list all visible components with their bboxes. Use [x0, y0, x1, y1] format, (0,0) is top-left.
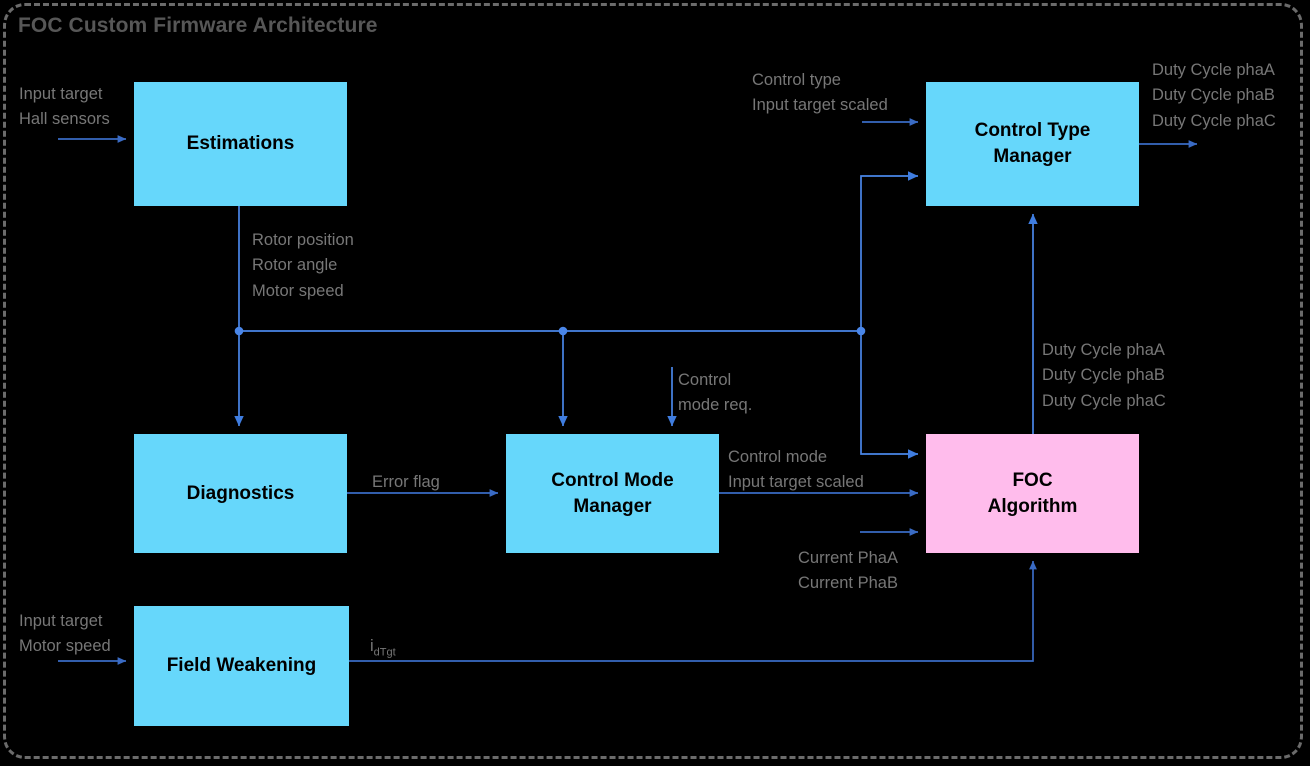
block-diagnostics[interactable]: Diagnostics: [134, 434, 347, 553]
signal-line: Current PhaB: [798, 574, 898, 593]
wire-bus-to-foc-algorithm: [860, 331, 919, 459]
block-field-weakening[interactable]: Field Weakening: [134, 606, 349, 726]
signal-line: Duty Cycle phaB: [1152, 86, 1275, 105]
signal-line: Current PhaA: [798, 549, 898, 567]
page-title: FOC Custom Firmware Architecture: [18, 14, 378, 37]
signal-label-control-mode-req: Control mode req.: [678, 368, 752, 419]
signal-line: Duty Cycle phaC: [1042, 391, 1166, 410]
signal-line: Error flag: [372, 473, 440, 491]
signal-label-ctm-out: Duty Cycle phaA Duty Cycle phaB Duty Cycle…: [1152, 58, 1276, 134]
signal-line: Rotor angle: [252, 256, 338, 275]
signal-line: Duty Cycle phaA: [1152, 61, 1275, 79]
signal-line: Control mode: [728, 448, 828, 466]
signal-line: Input target scaled: [752, 96, 888, 115]
signal-line: Duty Cycle phaA: [1042, 341, 1165, 359]
wire-field-weakening-to-foc: [349, 560, 1037, 662]
signal-line: Hall sensors: [19, 110, 110, 129]
signal-line: Rotor position: [252, 231, 354, 249]
junction-dot-control-mode-bus: [558, 326, 568, 336]
signal-line: Input target scaled: [728, 473, 864, 492]
signal-line: Duty Cycle phaB: [1042, 366, 1165, 385]
id-tgt-subscript: dTgt: [373, 646, 396, 659]
signal-line: Control type: [752, 71, 841, 89]
signal-line: Motor speed: [252, 281, 344, 300]
signal-line: mode req.: [678, 396, 753, 415]
junction-dot-right-bus: [856, 326, 866, 336]
signal-label-id-tgt: idTgt: [370, 634, 396, 661]
id-tgt-base: i: [370, 637, 374, 655]
signal-line: Input target: [19, 85, 103, 103]
wire-bus-to-control-type-manager: [860, 171, 919, 331]
signal-line: Motor speed: [19, 637, 111, 656]
signal-line: Control: [678, 371, 732, 389]
block-field-weakening-label: Field Weakening: [166, 655, 317, 677]
signal-label-foc-current-in: Current PhaA Current PhaB: [798, 546, 898, 597]
block-estimations[interactable]: Estimations: [134, 82, 347, 206]
block-diagnostics-label: Diagnostics: [186, 482, 295, 504]
signal-label-foc-duty-out: Duty Cycle phaA Duty Cycle phaB Duty Cycle…: [1042, 338, 1166, 414]
signal-label-error-flag: Error flag: [372, 470, 440, 495]
junction-dot-estimations-bus: [234, 326, 244, 336]
signal-line: Duty Cycle phaC: [1152, 111, 1276, 130]
block-estimations-label: Estimations: [186, 133, 295, 155]
signal-line: Input target: [19, 612, 103, 630]
